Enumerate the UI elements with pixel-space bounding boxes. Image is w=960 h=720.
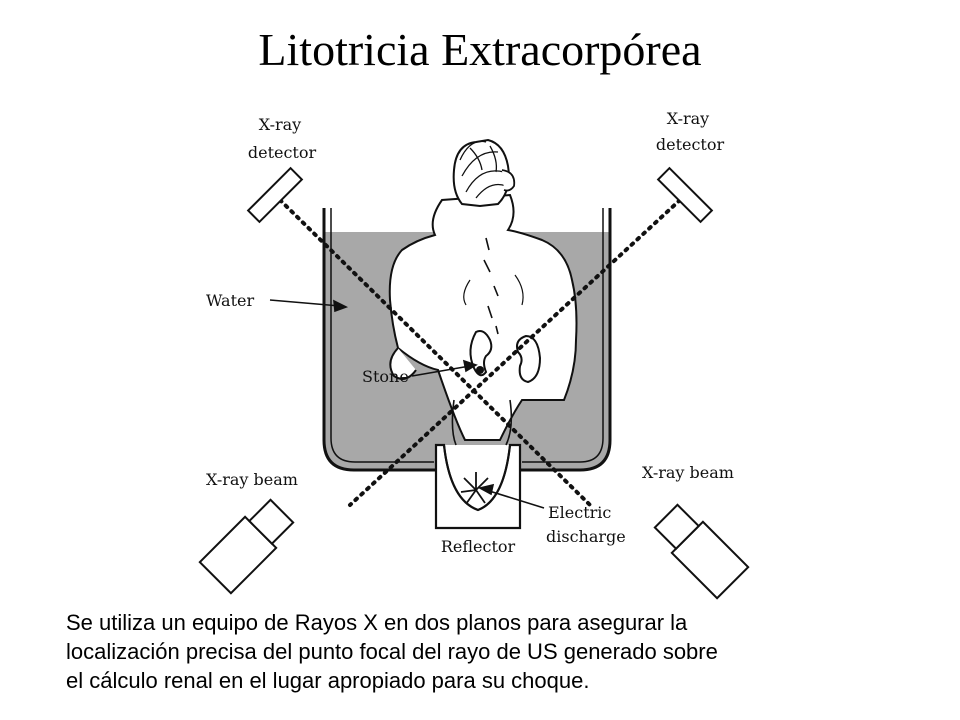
label-xray-beam-left: X-ray beam: [206, 470, 298, 489]
xray-source-right: [653, 503, 750, 600]
caption-line-2: localización precisa del punto focal del…: [66, 639, 718, 664]
caption-text: Se utiliza un equipo de Rayos X en dos p…: [66, 608, 896, 695]
label-detector-left-line1: X-ray: [259, 115, 301, 134]
patient-head: [452, 138, 516, 208]
label-reflector: Reflector: [441, 537, 516, 556]
slide-title: Litotricia Extracorpórea: [258, 24, 702, 75]
reflector: [434, 443, 522, 530]
label-detector-right-line1: X-ray: [667, 109, 709, 128]
electric-discharge-spark: [460, 472, 489, 505]
tub-outline: [322, 208, 612, 472]
label-electric-line2: discharge: [546, 527, 626, 546]
label-detector-left-line2: detector: [248, 143, 317, 162]
caption-line-3: el cálculo renal en el lugar apropiado p…: [66, 668, 590, 693]
label-electric-line1: Electric: [548, 503, 611, 522]
label-xray-beam-right: X-ray beam: [642, 463, 734, 482]
label-stone: Stone: [362, 367, 409, 386]
xray-detector-right: [656, 166, 714, 224]
label-detector-right-line2: detector: [656, 135, 725, 154]
stone-marker: [476, 366, 484, 374]
lithotripsy-diagram: X-ray detector X-ray detector Water Ston…: [198, 109, 750, 600]
xray-detector-left: [246, 166, 304, 224]
label-water: Water: [206, 291, 254, 310]
xray-beams: [278, 198, 682, 507]
caption-line-1: Se utiliza un equipo de Rayos X en dos p…: [66, 610, 688, 635]
label-pointers: [269, 299, 545, 509]
xray-source-left: [198, 498, 295, 595]
